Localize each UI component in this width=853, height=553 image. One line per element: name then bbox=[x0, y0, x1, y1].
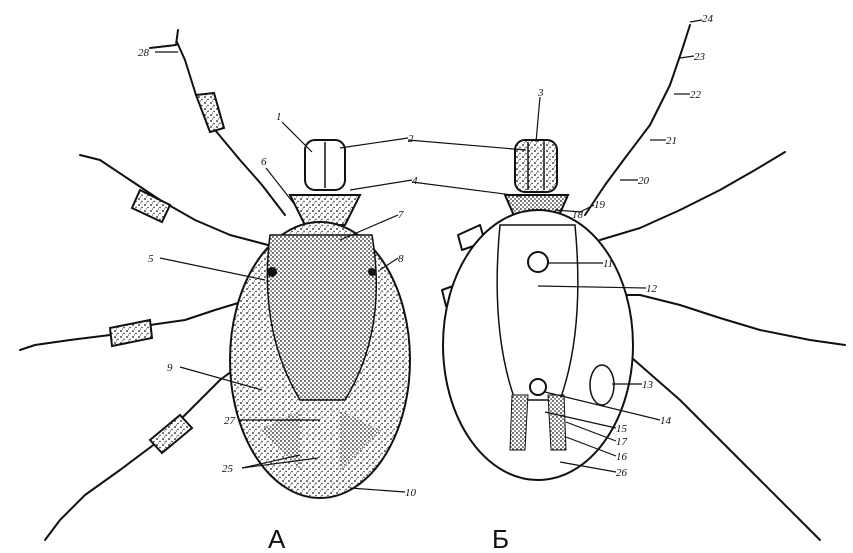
dorsal-leg-4-left bbox=[45, 350, 260, 540]
ventral-view: 3 18 19 20 21 22 23 24 11 12 13 14 15 17… bbox=[408, 13, 845, 553]
ventral-leg-2-right bbox=[600, 152, 785, 240]
callout-4: 4 bbox=[412, 175, 418, 187]
dorsal-leg-2-left bbox=[80, 155, 268, 245]
ventral-anus bbox=[530, 379, 546, 395]
callout-5: 5 bbox=[148, 253, 154, 265]
callout-10: 10 bbox=[405, 487, 417, 499]
callout-23: 22 bbox=[690, 89, 702, 101]
callout-17: 17 bbox=[616, 436, 628, 448]
callout-21: 20 bbox=[638, 175, 650, 187]
callout-22: 21 bbox=[666, 135, 677, 147]
panel-label-dorsal: А bbox=[268, 524, 286, 553]
panel-label-ventral: Б bbox=[492, 524, 509, 553]
dorsal-leg-3-segment bbox=[110, 320, 152, 346]
ventral-leg-3-right bbox=[600, 295, 845, 345]
callout-25: 28 bbox=[138, 47, 150, 59]
callout-9: 9 bbox=[167, 362, 173, 374]
ventral-chelicerae bbox=[515, 140, 557, 192]
dorsal-leg-1-segment bbox=[196, 93, 224, 132]
callout-13: 13 bbox=[642, 379, 654, 391]
dorsal-leg-2-segment bbox=[132, 190, 170, 222]
dorsal-basis-capituli bbox=[290, 195, 360, 225]
callout-6: 6 bbox=[261, 156, 267, 168]
dorsal-leg-1-tarsus bbox=[150, 30, 178, 48]
dorsal-eye-left bbox=[267, 267, 277, 277]
callout-27: 25 bbox=[222, 463, 234, 475]
ventral-spiracle bbox=[590, 365, 614, 405]
callout-24: 23 bbox=[694, 51, 706, 63]
dorsal-leg-4-segment bbox=[150, 415, 192, 453]
ventral-anal-plate-left bbox=[510, 395, 528, 450]
callout-19: 18 bbox=[572, 209, 584, 221]
dorsal-leg-1-left bbox=[176, 40, 285, 215]
callout-11: 11 bbox=[603, 258, 613, 270]
ventral-genital-pore bbox=[528, 252, 548, 272]
callout-20: 19 bbox=[594, 199, 606, 211]
callout-8: 8 bbox=[398, 253, 404, 265]
callout-7: 7 bbox=[398, 209, 404, 221]
callout-3: 3 bbox=[537, 87, 544, 99]
callout-1: 1 bbox=[276, 111, 282, 123]
callout-2: 2 bbox=[408, 133, 414, 145]
callout-15: 15 bbox=[616, 423, 628, 435]
callout-14: 14 bbox=[660, 415, 672, 427]
dorsal-eye-right bbox=[368, 268, 376, 276]
callout-12: 12 bbox=[646, 283, 658, 295]
callout-28: 27 bbox=[224, 415, 236, 427]
ventral-anal-plate-right bbox=[548, 395, 566, 450]
dorsal-view: 28 1 2 4 6 7 8 5 9 10 27 25 А bbox=[20, 30, 418, 553]
callout-26: 24 bbox=[702, 13, 714, 25]
callout-16: 16 bbox=[616, 451, 628, 463]
callout-18: 26 bbox=[616, 467, 628, 479]
